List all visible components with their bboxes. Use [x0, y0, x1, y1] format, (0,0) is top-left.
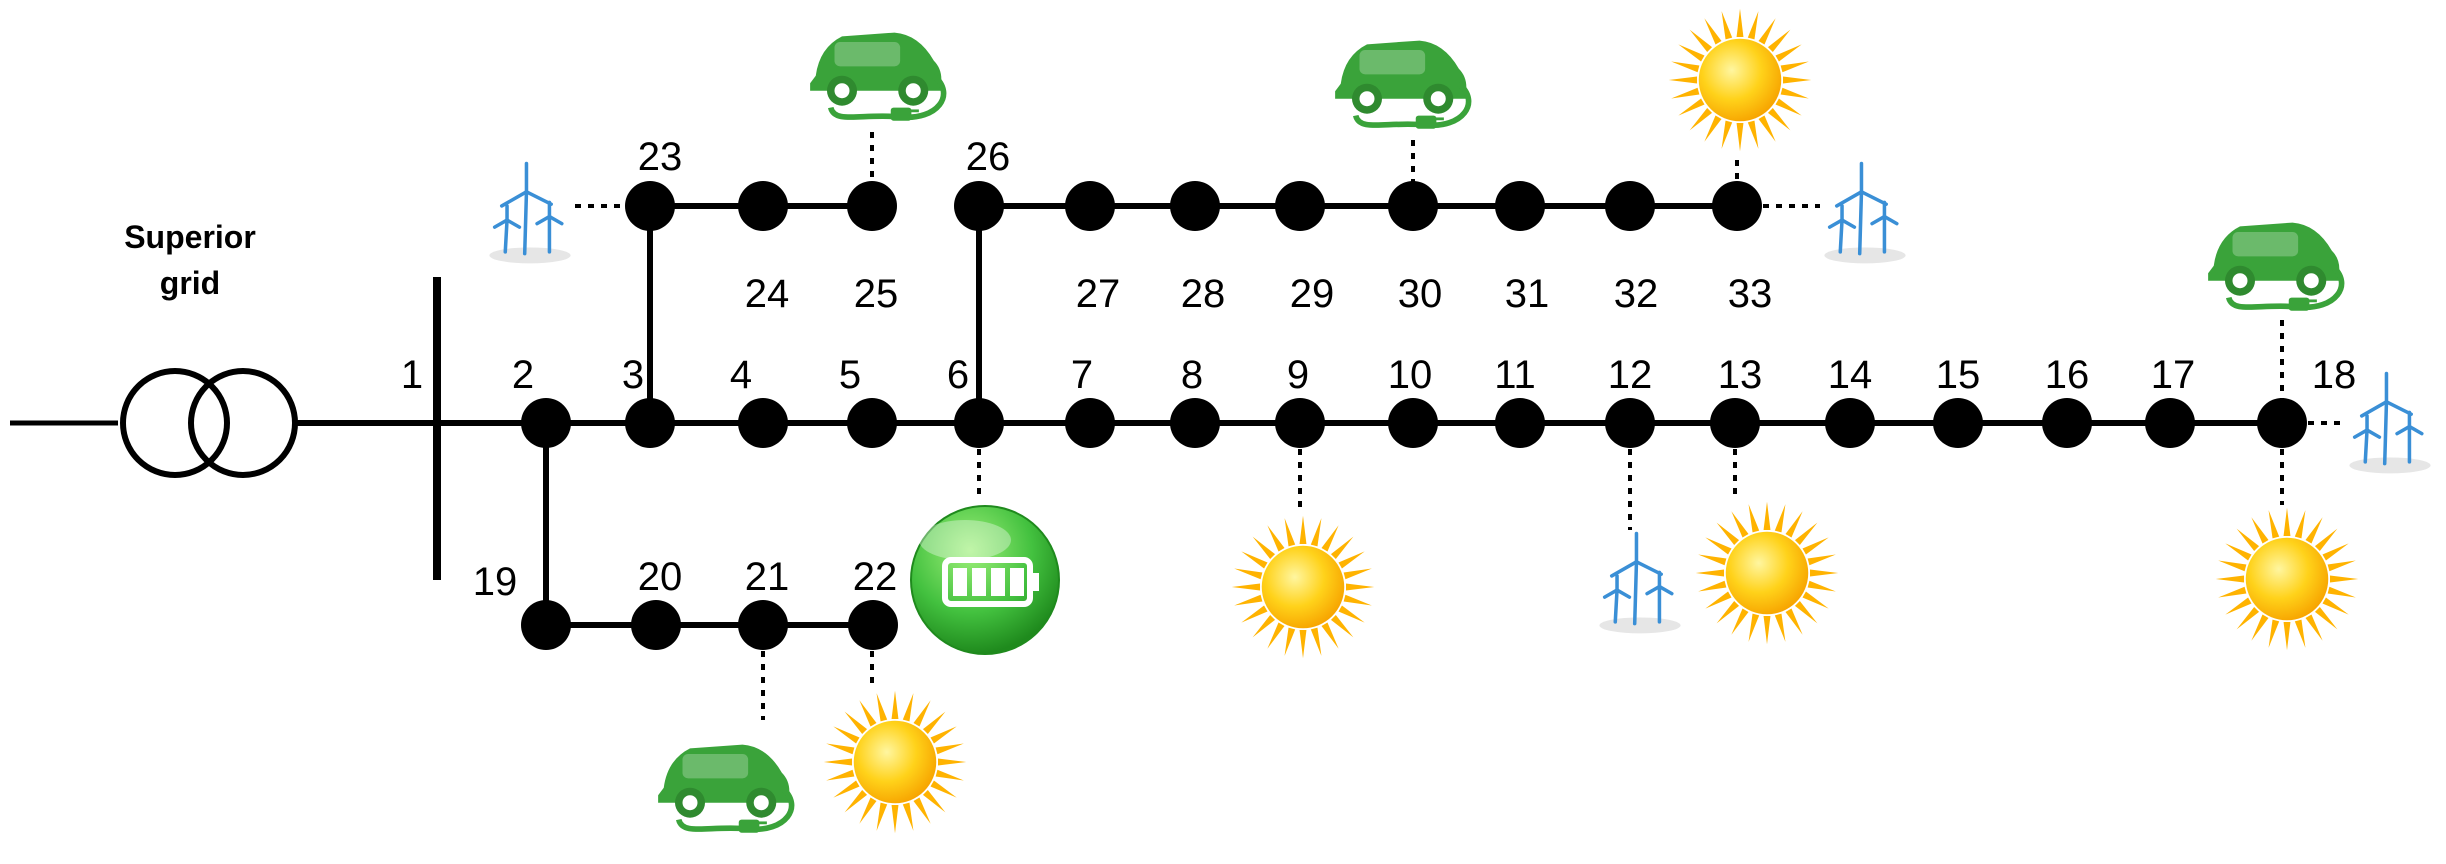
- bus-node-25: [847, 181, 897, 231]
- bus-node-14: [1825, 398, 1875, 448]
- sun-icon: [2215, 507, 2359, 651]
- transformer-symbol: [10, 368, 298, 478]
- bus-label-24: 24: [745, 272, 790, 316]
- bus-node-21: [738, 600, 788, 650]
- bus-label-21: 21: [745, 555, 790, 599]
- bus-label-23: 23: [638, 135, 683, 179]
- bus-label-31: 31: [1505, 272, 1550, 316]
- bus-node-4: [738, 398, 788, 448]
- battery-storage-icon: [910, 505, 1060, 655]
- ev-charger-icon: [658, 745, 791, 833]
- bus-label-20: 20: [638, 555, 683, 599]
- bus-node-3: [625, 398, 675, 448]
- bus-label-8: 8: [1181, 353, 1203, 397]
- bus-label-9: 9: [1287, 353, 1309, 397]
- bus-node-24: [738, 181, 788, 231]
- bus-nodes: [521, 181, 2307, 650]
- bus-node-2: [521, 398, 571, 448]
- bus-label-27: 27: [1076, 272, 1121, 316]
- bus-label-7: 7: [1071, 353, 1093, 397]
- bus-node-18: [2257, 398, 2307, 448]
- wind-turbine-icon: [1822, 161, 1908, 266]
- bus-label-22: 22: [853, 555, 898, 599]
- sun-icon: [823, 690, 967, 834]
- bus-node-9: [1275, 398, 1325, 448]
- bus-label-14: 14: [1828, 353, 1873, 397]
- bus-node-7: [1065, 398, 1115, 448]
- bus-node-32: [1605, 181, 1655, 231]
- ev-charger-icon: [810, 33, 943, 121]
- bus-label-6: 6: [947, 353, 969, 397]
- sun-icon: [1695, 501, 1839, 645]
- bus-label-12: 12: [1608, 353, 1653, 397]
- superior-grid-title-line2: grid: [160, 265, 220, 301]
- transformer-secondary-winding: [188, 368, 298, 478]
- bus-node-12: [1605, 398, 1655, 448]
- bus-label-11: 11: [1494, 353, 1536, 397]
- bus-label-25: 25: [854, 272, 899, 316]
- bus-node-5: [847, 398, 897, 448]
- bus-node-33: [1712, 181, 1762, 231]
- bus-node-11: [1495, 398, 1545, 448]
- bus-label-30: 30: [1398, 272, 1443, 316]
- bus-node-30: [1388, 181, 1438, 231]
- bus-label-15: 15: [1936, 353, 1981, 397]
- bus-label-17: 17: [2151, 353, 2196, 397]
- bus-node-17: [2145, 398, 2195, 448]
- bus-label-2: 2: [512, 353, 534, 397]
- bus-node-6: [954, 398, 1004, 448]
- ev-charger-icon: [1335, 41, 1468, 129]
- bus-node-28: [1170, 181, 1220, 231]
- sun-icon: [1231, 515, 1375, 659]
- bus-node-22: [848, 600, 898, 650]
- bus-node-20: [631, 600, 681, 650]
- bus-label-28: 28: [1181, 272, 1226, 316]
- wind-turbine-icon: [1597, 531, 1683, 636]
- bus-node-13: [1710, 398, 1760, 448]
- bus-node-23: [625, 181, 675, 231]
- bus-label-32: 32: [1614, 272, 1659, 316]
- bus-label-4: 4: [730, 353, 752, 397]
- sun-icon: [1668, 8, 1812, 152]
- bus-node-19: [521, 600, 571, 650]
- bus-label-29: 29: [1290, 272, 1335, 316]
- bus-label-1: 1: [401, 353, 423, 397]
- bus-node-8: [1170, 398, 1220, 448]
- bus-node-26: [954, 181, 1004, 231]
- wind-turbine-icon: [2347, 371, 2433, 476]
- bus-label-10: 10: [1388, 353, 1433, 397]
- bus-node-10: [1388, 398, 1438, 448]
- bus-label-13: 13: [1718, 353, 1763, 397]
- bus-label-3: 3: [622, 353, 644, 397]
- superior-grid-title-line1: Superior: [124, 219, 256, 255]
- transformer-primary-winding: [120, 368, 230, 478]
- bus-node-31: [1495, 181, 1545, 231]
- bus-label-16: 16: [2045, 353, 2090, 397]
- bus-label-19: 19: [473, 560, 518, 604]
- bus-node-15: [1933, 398, 1983, 448]
- wind-turbine-icon: [487, 161, 573, 266]
- bus-node-27: [1065, 181, 1115, 231]
- bus-label-18: 18: [2312, 353, 2357, 397]
- bus-label-5: 5: [839, 353, 861, 397]
- bus-node-29: [1275, 181, 1325, 231]
- bus-node-16: [2042, 398, 2092, 448]
- bus-label-33: 33: [1728, 272, 1773, 316]
- ev-charger-icon: [2208, 223, 2341, 311]
- bus-label-26: 26: [966, 135, 1011, 179]
